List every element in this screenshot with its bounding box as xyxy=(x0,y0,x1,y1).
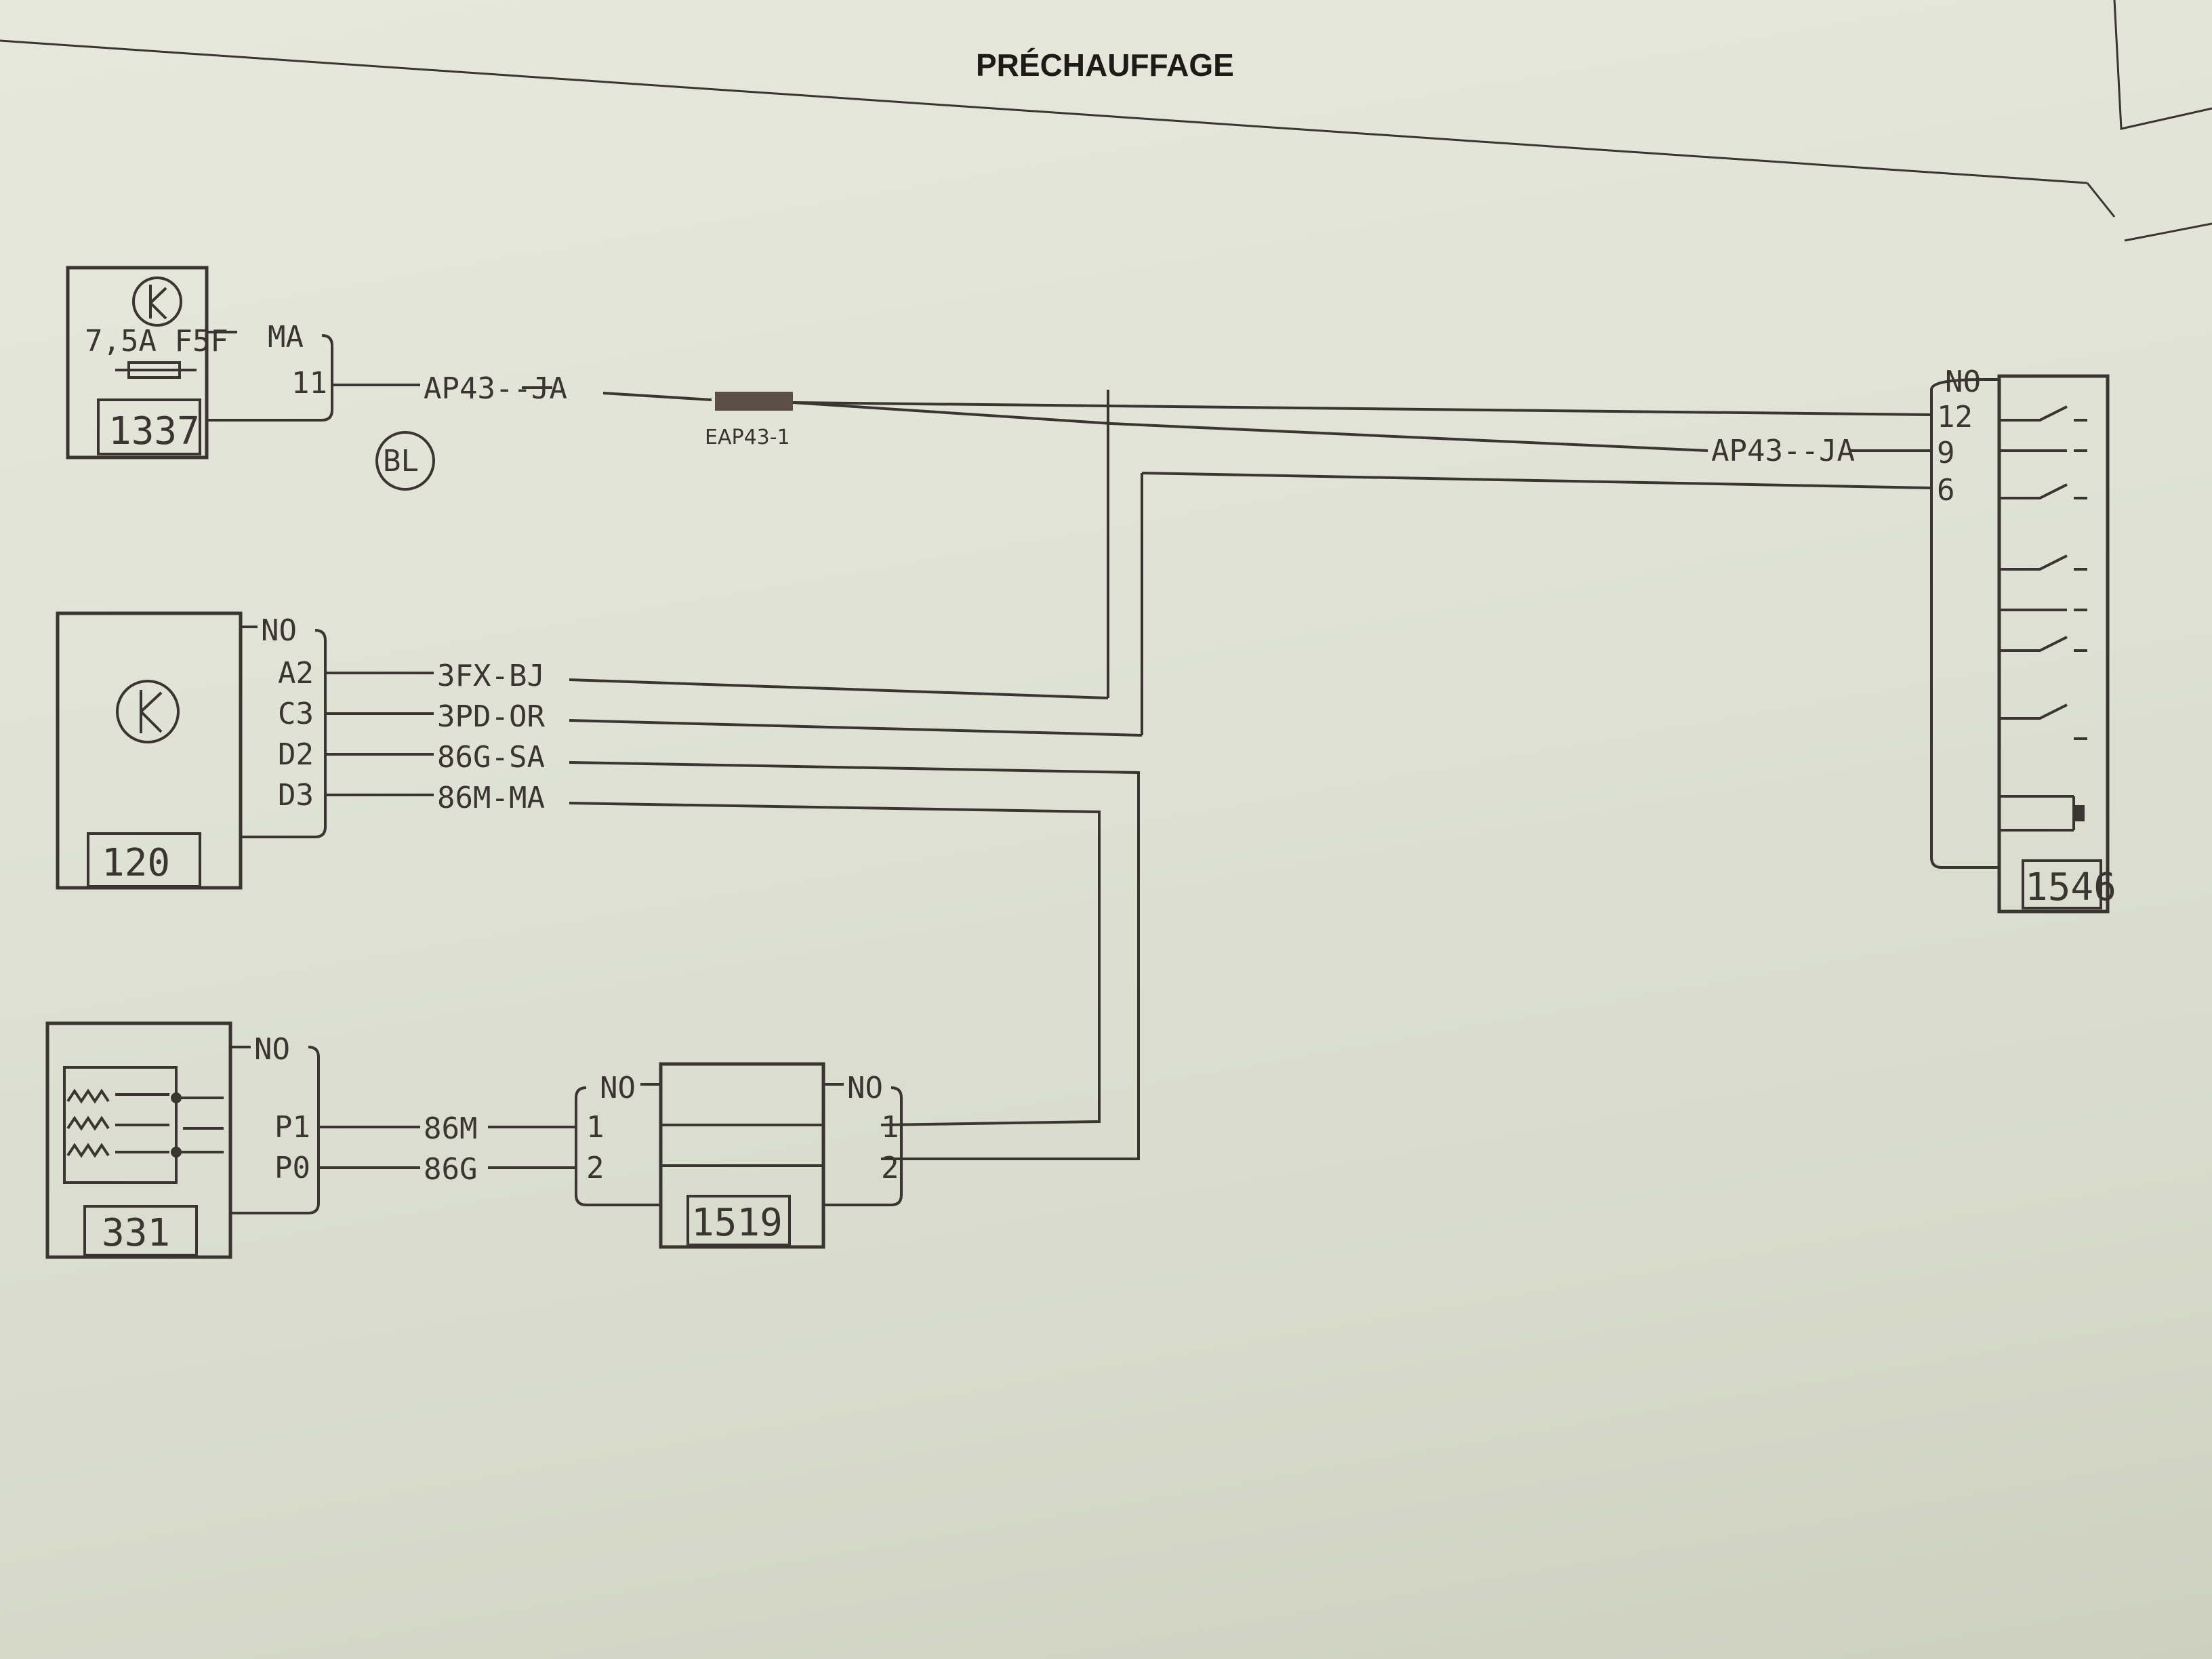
pin-p1: P1 xyxy=(274,1110,310,1145)
pin-1546-12: 12 xyxy=(1937,400,1973,434)
component-1546: 1546 xyxy=(1997,374,2116,914)
component-id-1519: 1519 xyxy=(691,1201,783,1245)
conn-1519-left: NO xyxy=(600,1071,636,1105)
pin-1519-l2: 2 xyxy=(586,1151,605,1185)
connector-120 xyxy=(241,626,327,838)
ignition-key-symbol xyxy=(149,285,167,320)
connector-1337 xyxy=(207,331,333,422)
pin-d3: D3 xyxy=(278,778,314,813)
wire-ap43-left xyxy=(332,384,712,401)
splice-label: EAP43-1 xyxy=(705,426,790,449)
wire-p1-label: 86M xyxy=(424,1111,477,1146)
component-id-120: 120 xyxy=(102,841,170,885)
wire-86g-label: 86G-SA xyxy=(437,740,545,775)
ground-symbol xyxy=(375,431,435,491)
conn-1546-color: NO xyxy=(1945,365,1981,399)
pin-1519-r2: 2 xyxy=(881,1151,899,1185)
conn-331-color: NO xyxy=(254,1032,290,1067)
glow-plug-icon xyxy=(63,1066,178,1184)
pin-1519-r1: 1 xyxy=(881,1110,899,1145)
pin-a2: A2 xyxy=(278,656,314,691)
wire-86g-sa xyxy=(325,753,1140,1160)
page-title: PRÉCHAUFFAGE xyxy=(976,47,1234,83)
conn-1519-right: NO xyxy=(847,1071,883,1105)
wire-trunk-6 xyxy=(1141,472,1932,735)
page-corner xyxy=(2113,0,2212,130)
connector-1519-right xyxy=(823,1083,903,1206)
wire-ap43-left-label: AP43--JA xyxy=(424,371,567,406)
pin-1337-11: 11 xyxy=(291,366,327,401)
component-1337: 7,5A F5F 1337 xyxy=(66,266,228,459)
relay-switch-icon xyxy=(1999,405,2087,832)
header-rule xyxy=(0,39,2088,184)
pin-1546-9: 9 xyxy=(1937,436,1955,470)
ground-label: BL xyxy=(383,444,419,478)
pin-d2: D2 xyxy=(278,737,314,772)
component-id-1337: 1337 xyxy=(108,409,200,453)
wire-3pd xyxy=(325,712,1143,737)
page-corner-2 xyxy=(2124,222,2212,242)
wire-86m-label: 86M-MA xyxy=(437,781,545,815)
ignition-key-icon xyxy=(116,680,180,743)
wire-3pd-label: 3PD-OR xyxy=(437,699,545,734)
wire-p0-label: 86G xyxy=(424,1152,477,1187)
pin-c3: C3 xyxy=(278,697,314,731)
connector-1546 xyxy=(1930,378,1999,869)
fuse-rating: 7,5A F5F xyxy=(85,324,228,359)
wire-3fx-label: 3FX-BJ xyxy=(437,659,545,693)
component-id-331: 331 xyxy=(102,1211,170,1255)
connector-1519-left xyxy=(575,1083,661,1206)
wire-86m-ma xyxy=(325,794,1101,1126)
component-120: 120 xyxy=(56,611,243,890)
pin-p0: P0 xyxy=(274,1151,310,1185)
component-331: 331 xyxy=(45,1021,232,1259)
splice-eap43-1 xyxy=(715,392,793,411)
wire-ap43-right xyxy=(792,401,1708,452)
conn-1337-color: MA xyxy=(268,320,304,354)
connector-331 xyxy=(230,1046,320,1214)
component-id-1546: 1546 xyxy=(2025,865,2116,909)
header-rule-end xyxy=(2086,182,2116,218)
pin-1519-l1: 1 xyxy=(586,1110,605,1145)
component-1519: 1519 xyxy=(659,1062,825,1249)
wire-to-1546-12 xyxy=(792,401,1932,416)
conn-120-color: NO xyxy=(261,613,297,648)
wire-3fx xyxy=(325,672,1109,699)
pin-1546-6: 6 xyxy=(1937,473,1955,508)
ignition-key-icon xyxy=(132,276,182,327)
wire-ap43-right-label: AP43--JA xyxy=(1711,434,1855,468)
